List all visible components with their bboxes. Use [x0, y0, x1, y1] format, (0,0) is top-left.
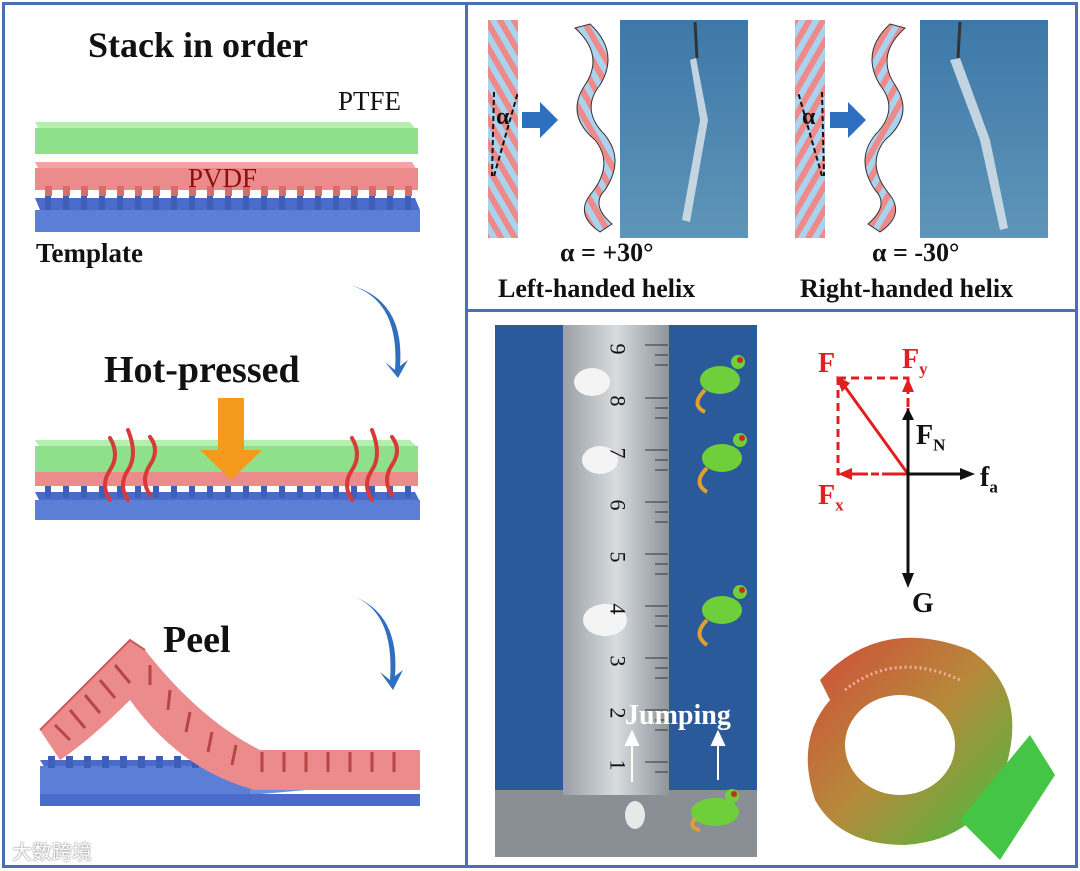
- curved-arrow-icon: [350, 595, 403, 690]
- curved-arrow-icon: [350, 285, 408, 378]
- arrow-right-icon: [522, 102, 558, 138]
- bottom-right-panel: [465, 309, 1078, 868]
- frog-icon: [690, 789, 739, 832]
- watermark: 大数跨境: [12, 840, 92, 864]
- press-arrow-icon: [200, 398, 262, 480]
- ptfe-layer: [35, 128, 418, 154]
- frog-icon: [695, 355, 745, 414]
- stack-diagram: [35, 122, 420, 232]
- right-helix-diagram: [795, 20, 1048, 238]
- template-layer: [35, 210, 420, 232]
- peel-diagram: [39, 638, 420, 806]
- ruler-number: 4: [605, 603, 631, 615]
- label-hot-pressed: Hot-pressed: [104, 349, 300, 391]
- label-force-fa: fa: [980, 462, 998, 497]
- rolled-film: [807, 637, 1055, 860]
- frog-icon: [697, 433, 747, 494]
- angle-right: α = -30°: [872, 238, 960, 267]
- ruler-number: 5: [605, 551, 631, 563]
- ruler-number: 7: [605, 447, 631, 459]
- pvdf-layer: [35, 168, 418, 190]
- ruler-number: 8: [605, 395, 631, 407]
- alpha-left: α: [496, 104, 510, 130]
- caption-right-helix: Right-handed helix: [800, 274, 1014, 303]
- hot-pressed-diagram: [35, 398, 420, 520]
- caption-left-helix: Left-handed helix: [498, 274, 696, 303]
- ruler-number: 9: [605, 343, 631, 355]
- jumping-photo: [495, 325, 757, 857]
- label-pvdf: PVDF: [188, 163, 258, 193]
- label-ptfe: PTFE: [338, 86, 402, 116]
- label-force-fn: FN: [916, 420, 946, 455]
- label-template: Template: [36, 238, 143, 268]
- label-force-g: G: [912, 588, 934, 619]
- heat-icon: [103, 428, 399, 502]
- angle-left: α = +30°: [560, 238, 654, 267]
- ruler: [563, 325, 669, 795]
- ruler-number: 6: [605, 499, 631, 511]
- label-peel: Peel: [163, 619, 231, 661]
- left-helix-diagram: [488, 20, 748, 238]
- left-helix-photo: [620, 20, 748, 238]
- label-force-fy: Fy: [902, 344, 928, 379]
- ruler-number: 1: [605, 759, 631, 771]
- alpha-right: α: [802, 104, 816, 130]
- frog-icon: [697, 585, 747, 647]
- label-force-fx: Fx: [818, 480, 844, 515]
- label-force-f: F: [818, 348, 836, 379]
- title-stack-in-order: Stack in order: [88, 25, 308, 65]
- label-jumping: Jumping: [625, 700, 731, 731]
- arrow-right-icon: [830, 102, 866, 138]
- ruler-number: 3: [605, 655, 631, 667]
- force-diagram: [836, 376, 975, 588]
